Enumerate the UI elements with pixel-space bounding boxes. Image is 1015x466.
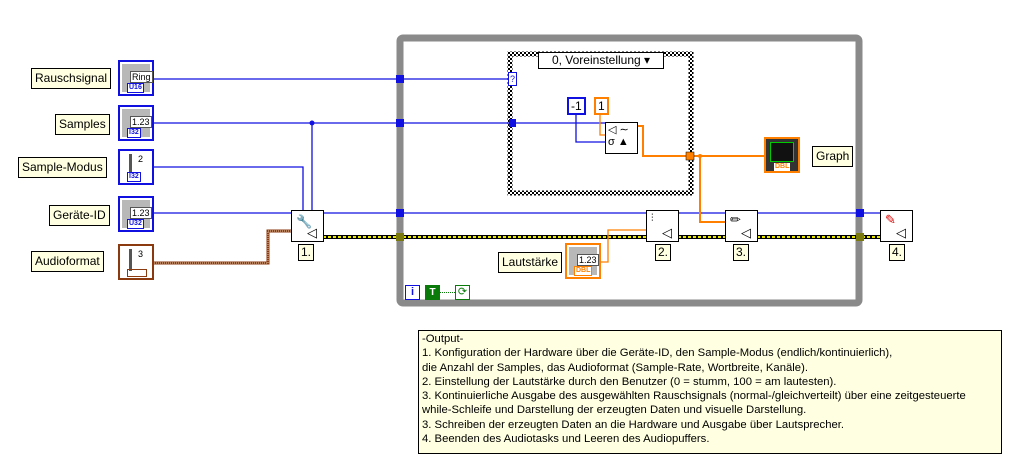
control-value: 3 xyxy=(137,249,145,259)
wire-lautstaerke xyxy=(601,229,646,263)
iteration-terminal: i xyxy=(405,285,420,300)
wire-audioformat xyxy=(154,229,291,265)
type-badge: U32 xyxy=(127,219,144,229)
case-selector[interactable]: 0, Voreinstellung ▾ xyxy=(538,52,664,69)
graph-indicator[interactable]: DBL xyxy=(764,137,800,173)
speaker-icon: ◁ xyxy=(307,225,317,240)
label-samples: Samples xyxy=(55,114,110,135)
tunnel xyxy=(509,119,516,127)
case-selector-terminal: ? xyxy=(508,72,517,86)
wrench-icon: 🔧 xyxy=(296,214,313,229)
comment-line: die Anzahl der Samples, das Audioformat … xyxy=(422,361,808,374)
gaussian-noise-node[interactable]: ◁ ∼σ ▲ xyxy=(605,122,638,154)
comment-line: 2. Einstellung der Lautstärke durch den … xyxy=(422,375,837,388)
constant-one[interactable]: 1 xyxy=(594,97,609,115)
speaker-icon: ◁ xyxy=(662,225,672,240)
cluster-badge xyxy=(127,269,147,277)
graph-icon xyxy=(770,142,794,162)
noise-icon: σ ▲ xyxy=(608,136,629,148)
slider-icon xyxy=(129,154,132,176)
while-loop[interactable] xyxy=(396,34,863,307)
constant-minus-one[interactable]: -1 xyxy=(567,97,586,115)
label-sample-modus: Sample-Modus xyxy=(18,157,107,178)
speaker-icon: ◁ xyxy=(896,225,906,240)
tunnel xyxy=(685,151,695,161)
label-lautstaerke: Lautstärke xyxy=(498,252,563,273)
dotted-link xyxy=(440,292,455,293)
control-value: 1.23 xyxy=(130,116,152,128)
comment-line: 4. Beenden des Audiotasks und Leeren des… xyxy=(422,433,710,446)
waveform-icon: ◁ ∼ xyxy=(608,124,629,136)
eraser-icon: ✎ xyxy=(885,212,896,227)
wire-noise-out xyxy=(637,125,764,157)
comment-line: 3. Schreiben der erzeugten Daten an die … xyxy=(422,418,845,431)
audio-write-node[interactable]: ✏◁ xyxy=(725,210,758,242)
loop-condition-icon[interactable]: ⟳ xyxy=(455,285,470,300)
speaker-icon: ◁ xyxy=(741,225,751,240)
comment-line: 3. Kontinuierliche Ausgabe des ausgewähl… xyxy=(422,390,966,403)
comment-line: while-Schleife und Darstellung der erzeu… xyxy=(422,404,807,417)
label-audioformat: Audioformat xyxy=(31,251,104,272)
slider-icon xyxy=(129,249,132,271)
step-label-2: 2. xyxy=(655,244,672,261)
tunnel xyxy=(856,209,864,217)
control-value: 2 xyxy=(137,154,145,164)
label-rauschsignal: Rauschsignal xyxy=(31,68,112,89)
type-badge: U16 xyxy=(127,83,144,93)
wire-noise-to-write xyxy=(699,156,725,223)
set-volume-node[interactable]: ⫶◁ xyxy=(646,210,679,242)
comment-box: -Output- 1. Konfiguration der Hardware ü… xyxy=(418,330,1002,454)
type-badge: I32 xyxy=(127,128,141,138)
audio-configure-node[interactable]: 🔧◁ xyxy=(291,210,324,242)
step-label-3: 3. xyxy=(733,244,750,261)
comment-line: -Output- xyxy=(422,333,464,345)
control-value: 1.23 xyxy=(130,207,152,219)
volume-icon: ⫶ xyxy=(651,213,654,224)
tunnel xyxy=(396,75,404,83)
audio-clear-node[interactable]: ✎◁ xyxy=(880,210,913,242)
case-selector-value: 0, Voreinstellung xyxy=(551,53,641,67)
type-badge: I32 xyxy=(127,172,141,182)
tunnel xyxy=(396,119,404,127)
label-graph: Graph xyxy=(812,146,854,167)
type-badge: DBL xyxy=(774,163,791,171)
audioformat-control[interactable]: 3 xyxy=(118,244,154,280)
timing-terminal: T xyxy=(425,285,440,300)
comment-line: 1. Konfiguration der Hardware über die G… xyxy=(422,347,893,360)
tunnel xyxy=(856,233,864,241)
wire-one xyxy=(599,113,605,136)
tunnel xyxy=(396,233,404,241)
wire-sample-modus xyxy=(154,166,304,210)
wire-minus-one xyxy=(575,114,605,143)
pencil-icon: ✏ xyxy=(730,212,741,227)
control-value: 1.23 xyxy=(577,254,599,266)
wire-junction xyxy=(309,120,315,126)
step-label-4: 4. xyxy=(889,244,906,261)
step-label-1: 1. xyxy=(298,244,315,261)
tunnel xyxy=(396,209,404,217)
control-value: Ring xyxy=(130,71,153,83)
type-badge: DBL xyxy=(574,266,593,276)
label-geraete-id: Geräte-ID xyxy=(49,205,110,226)
